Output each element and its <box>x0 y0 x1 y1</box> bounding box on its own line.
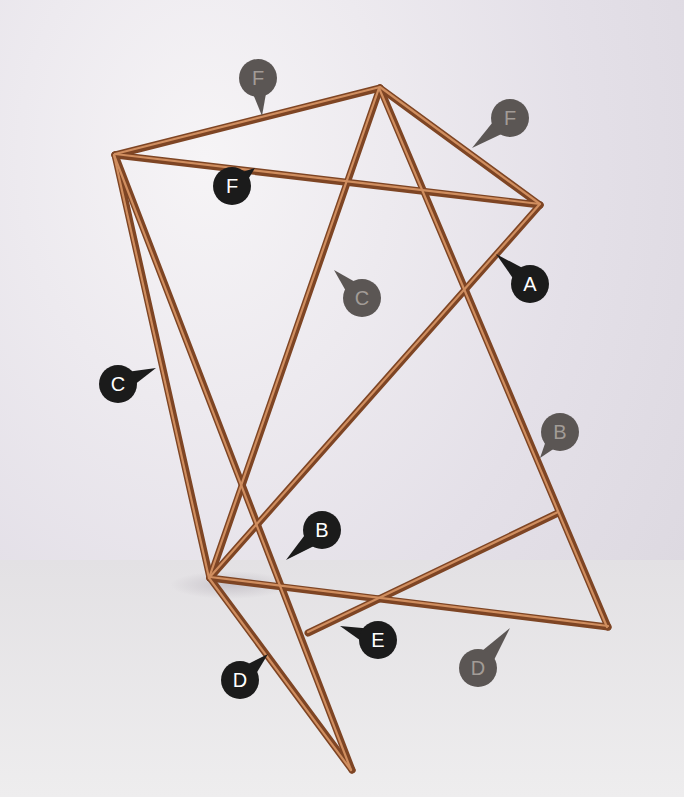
callout-bubble: B <box>303 511 341 549</box>
part-letter: F <box>504 108 516 128</box>
part-letter: C <box>355 288 369 308</box>
part-letter: F <box>226 176 238 196</box>
callout-bubble: E <box>359 621 397 659</box>
callout-bubble: D <box>221 661 259 699</box>
callout-bubble: F <box>239 59 277 97</box>
callout-bubble: F <box>213 167 251 205</box>
callout-bubble: A <box>511 265 549 303</box>
part-letter: A <box>523 274 536 294</box>
part-letter: E <box>371 630 384 650</box>
part-letter: D <box>233 670 247 690</box>
callout-bubble: D <box>459 649 497 687</box>
part-letter: B <box>315 520 328 540</box>
callout-bubble: C <box>343 279 381 317</box>
callout-bubble: C <box>99 365 137 403</box>
part-letter: D <box>471 658 485 678</box>
part-letter: B <box>553 422 566 442</box>
part-letter: F <box>252 68 264 88</box>
rods <box>115 88 608 770</box>
rod-highlights <box>114 87 608 770</box>
callout-bubble: F <box>491 99 529 137</box>
callout-bubble: B <box>541 413 579 451</box>
part-letter: C <box>111 374 125 394</box>
